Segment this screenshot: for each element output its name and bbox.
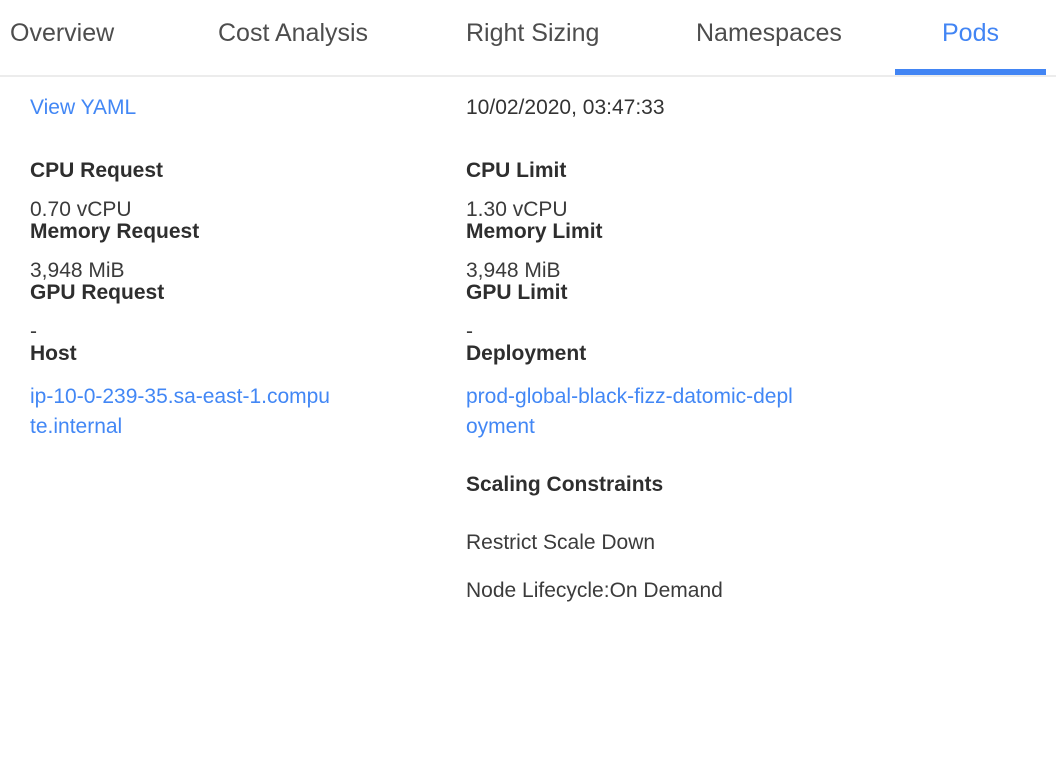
- memory-limit-value: 3,948 MiB: [466, 259, 561, 282]
- tab-overview[interactable]: Overview: [10, 19, 115, 47]
- tab-right-sizing[interactable]: Right Sizing: [466, 19, 600, 47]
- scaling-constraints-section: Scaling Constraints Restrict Scale Down …: [466, 474, 1026, 602]
- memory-limit-label: Memory Limit: [466, 220, 603, 243]
- constraint-restrict-scale-down: Restrict Scale Down: [466, 531, 656, 554]
- field-host: Host ip-10-0-239-35.sa-east-1.compute.in…: [30, 343, 466, 442]
- cpu-limit-value: 1.30 vCPU: [466, 198, 568, 221]
- gpu-limit-value: -: [466, 320, 473, 343]
- active-tab-underline: [895, 69, 1046, 75]
- field-gpu-request: GPU Request -: [30, 282, 466, 343]
- constraint-node-lifecycle: Node Lifecycle:On Demand: [466, 579, 723, 602]
- host-label: Host: [30, 342, 77, 365]
- field-gpu-limit: GPU Limit -: [466, 282, 1026, 343]
- gpu-request-value: -: [30, 320, 37, 343]
- host-link[interactable]: ip-10-0-239-35.sa-east-1.compute.interna…: [30, 385, 330, 438]
- cpu-request-label: CPU Request: [30, 159, 164, 182]
- tab-pods[interactable]: Pods: [942, 19, 999, 47]
- deployment-link[interactable]: prod-global-black-fizz-datomic-deploymen…: [466, 385, 793, 438]
- tab-namespaces[interactable]: Namespaces: [696, 19, 842, 47]
- last-updated-timestamp: 10/02/2020, 03:47:33: [466, 96, 665, 119]
- field-memory-request: Memory Request 3,948 MiB: [30, 221, 466, 282]
- scaling-constraints-label: Scaling Constraints: [466, 473, 664, 496]
- gpu-limit-label: GPU Limit: [466, 281, 568, 304]
- field-cpu-request: CPU Request 0.70 vCPU: [30, 160, 466, 221]
- cpu-limit-label: CPU Limit: [466, 159, 567, 182]
- field-cpu-limit: CPU Limit 1.30 vCPU: [466, 160, 1026, 221]
- deployment-label: Deployment: [466, 342, 587, 365]
- field-deployment: Deployment prod-global-black-fizz-datomi…: [466, 343, 1026, 442]
- tab-cost-analysis[interactable]: Cost Analysis: [218, 19, 369, 47]
- gpu-request-label: GPU Request: [30, 281, 165, 304]
- memory-request-label: Memory Request: [30, 220, 200, 243]
- tab-bar: Overview Cost Analysis Right Sizing Name…: [0, 0, 1056, 77]
- memory-request-value: 3,948 MiB: [30, 259, 125, 282]
- view-yaml-link[interactable]: View YAML: [30, 96, 137, 119]
- cpu-request-value: 0.70 vCPU: [30, 198, 132, 221]
- pod-detail-panel: View YAML 10/02/2020, 03:47:33 CPU Reque…: [0, 77, 1056, 602]
- field-memory-limit: Memory Limit 3,948 MiB: [466, 221, 1026, 282]
